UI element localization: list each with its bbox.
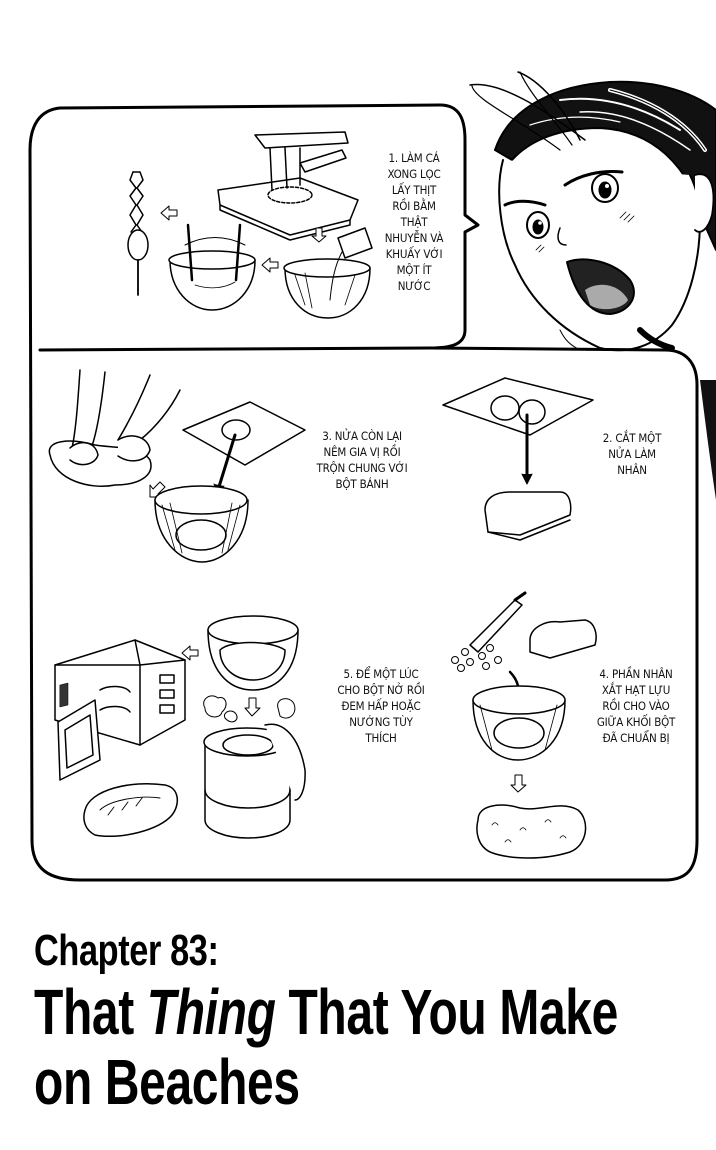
title-part-a: That (34, 976, 147, 1048)
chapter-number: Chapter 83: (34, 926, 219, 975)
title-emphasis: Thing (146, 976, 276, 1048)
chapter-title-block: Chapter 83: That Thing That You Make on … (34, 925, 704, 1117)
recipe-panel-outline (28, 106, 699, 882)
step-4-caption: 4. Phần nhân xắt hạt lựu rồi cho vào giữ… (596, 667, 676, 745)
shouting-girl-illustration (469, 71, 716, 500)
step-5-caption: 5. Để một lúc cho bột nở rồi đem hấp hoặ… (337, 667, 425, 745)
step-2-caption: 2. Cắt một nửa làm nhân (602, 431, 662, 477)
step1-illustrations (127, 131, 373, 319)
step-1-caption: 1. Làm cá xong lọc lấy thịt rồi bằm thật… (384, 151, 444, 293)
step-3-caption: 3. Nửa còn lại nêm gia vị rồi trộn chung… (316, 429, 408, 491)
title-part-b: That You Make (275, 976, 618, 1048)
chapter-title-line-1: That Thing That You Make (34, 976, 618, 1048)
step2-3-illustrations (48, 369, 594, 563)
step4-5-illustrations (54, 591, 597, 859)
chapter-title-line-2: on Beaches (34, 1046, 300, 1118)
